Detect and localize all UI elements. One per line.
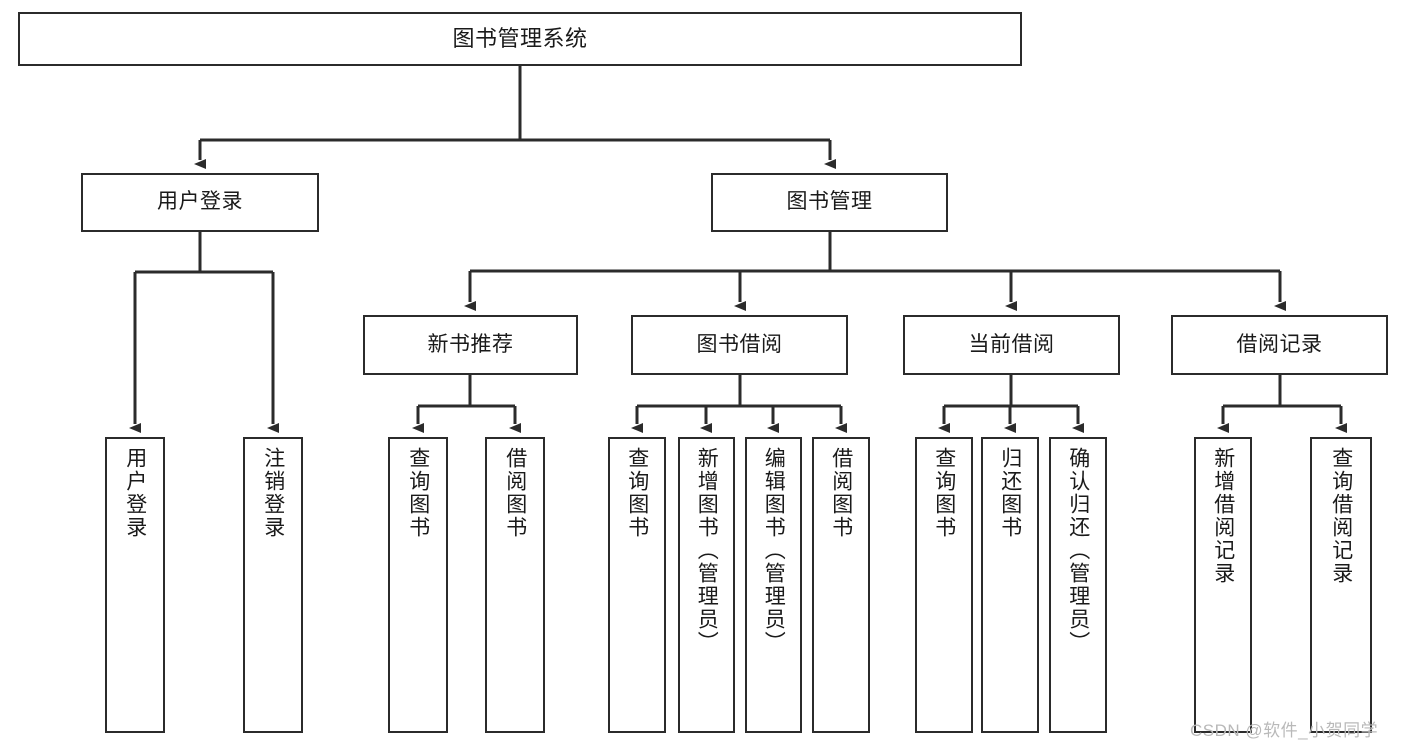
node-leaf-edit-book[interactable]: 编辑图书（管理员） [745, 437, 802, 733]
node-label: 查询借阅记录 [1329, 447, 1353, 585]
node-label: 借阅图书 [829, 447, 853, 539]
node-leaf-query-book-1[interactable]: 查询图书 [388, 437, 448, 733]
node-new-book-recommend[interactable]: 新书推荐 [363, 315, 578, 375]
node-leaf-borrow-book-2[interactable]: 借阅图书 [812, 437, 870, 733]
node-label: 新增借阅记录 [1211, 447, 1235, 585]
node-current-borrow[interactable]: 当前借阅 [903, 315, 1120, 375]
node-leaf-user-login[interactable]: 用户登录 [105, 437, 165, 733]
node-leaf-return-book[interactable]: 归还图书 [981, 437, 1039, 733]
node-label: 新增图书（管理员） [695, 447, 719, 654]
csdn-watermark: CSDN @软件_小贺同学 [1190, 721, 1379, 740]
node-leaf-add-book[interactable]: 新增图书（管理员） [678, 437, 735, 733]
node-label: 图书管理 [786, 190, 873, 214]
node-borrow-record[interactable]: 借阅记录 [1171, 315, 1388, 375]
node-label: 查询图书 [932, 447, 956, 539]
node-label: 用户登录 [157, 190, 243, 214]
node-label: 新书推荐 [427, 332, 514, 356]
node-user-login[interactable]: 用户登录 [81, 173, 319, 232]
node-label: 查询图书 [625, 447, 649, 539]
node-leaf-logout-login[interactable]: 注销登录 [243, 437, 303, 733]
node-label: 图书借阅 [696, 332, 783, 356]
node-book-borrow[interactable]: 图书借阅 [631, 315, 848, 375]
node-label: 编辑图书（管理员） [762, 447, 786, 654]
node-label: 当前借阅 [968, 332, 1055, 356]
node-label: 借阅记录 [1236, 332, 1323, 356]
node-leaf-add-borrow-record[interactable]: 新增借阅记录 [1194, 437, 1252, 733]
node-leaf-borrow-book-1[interactable]: 借阅图书 [485, 437, 545, 733]
node-label: 归还图书 [998, 447, 1022, 539]
node-leaf-query-borrow-record[interactable]: 查询借阅记录 [1310, 437, 1372, 733]
node-label: 查询图书 [406, 447, 430, 539]
node-label: 注销登录 [261, 447, 285, 539]
node-label: 用户登录 [123, 447, 147, 539]
node-leaf-query-book-3[interactable]: 查询图书 [915, 437, 973, 733]
node-label: 确认归还（管理员） [1066, 447, 1090, 654]
node-label: 图书管理系统 [452, 26, 588, 52]
node-leaf-query-book-2[interactable]: 查询图书 [608, 437, 666, 733]
node-label: 借阅图书 [503, 447, 527, 539]
node-leaf-confirm-return[interactable]: 确认归还（管理员） [1049, 437, 1107, 733]
node-root-system[interactable]: 图书管理系统 [18, 12, 1022, 66]
node-book-manage[interactable]: 图书管理 [711, 173, 948, 232]
